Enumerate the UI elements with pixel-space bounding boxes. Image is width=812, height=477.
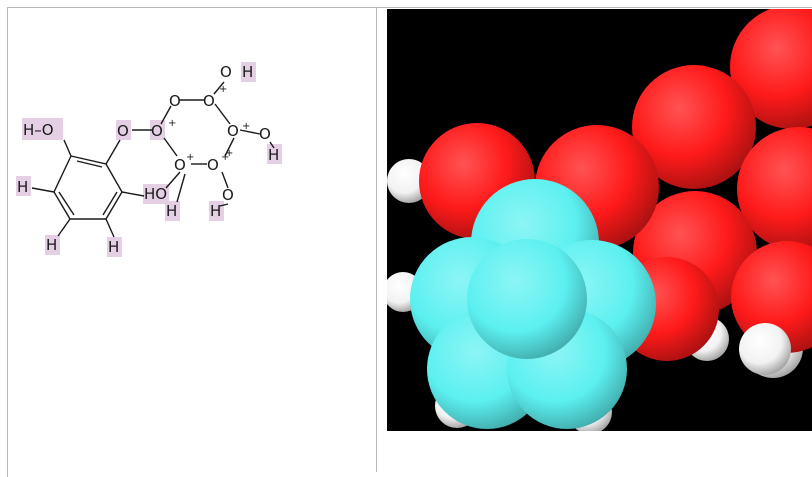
bond-o-top bbox=[213, 81, 225, 95]
bond-o-right bbox=[214, 103, 231, 125]
bond-o-far-right bbox=[239, 129, 261, 135]
highlight-h-benzene-bottom-left bbox=[45, 235, 60, 255]
label-o-top: O bbox=[220, 63, 232, 81]
hydrogen-atoms-front bbox=[739, 323, 791, 375]
charge-o-right: + bbox=[242, 121, 250, 132]
bond-o-far-h bbox=[269, 141, 275, 149]
benzene-ring bbox=[53, 155, 123, 220]
label-h-far-right: H bbox=[268, 146, 279, 164]
label-o-mid: O bbox=[174, 156, 186, 174]
bond-o-lower bbox=[221, 171, 229, 189]
bond-o-bridge-mid bbox=[163, 137, 178, 157]
label-o-bridge-2: O bbox=[151, 122, 163, 140]
label-o-right: O bbox=[227, 122, 239, 140]
label-h-benzene-bottom-left: H bbox=[46, 236, 57, 254]
bond-o-ring-1 bbox=[160, 105, 172, 125]
label-o-ring-3: O bbox=[207, 156, 219, 174]
label-o-lower: O bbox=[222, 186, 234, 204]
label-h-lower: H bbox=[166, 202, 177, 220]
charge-o-bridge-2: + bbox=[168, 118, 176, 129]
highlight-ho bbox=[22, 118, 63, 140]
bond-o-mid-h bbox=[176, 173, 186, 203]
highlight-o-bridge-1 bbox=[116, 120, 131, 140]
formal-charges: + + + + + + bbox=[168, 84, 250, 163]
structure-diagram: H–O O O O O O H O O H O O O H H HO H H H… bbox=[16, 62, 282, 257]
label-o-bridge-1: O bbox=[117, 122, 129, 140]
label-h-benzene-left: H bbox=[17, 178, 28, 196]
atom-labels: H–O O O O O O H O O H O O O H H HO H H H bbox=[17, 63, 279, 256]
highlight-h-lower bbox=[165, 201, 180, 221]
oxygen-atoms bbox=[419, 9, 812, 361]
benzene-double-1 bbox=[76, 160, 103, 168]
bond-o-mid-lower bbox=[165, 171, 181, 189]
label-o-ring-2: O bbox=[203, 92, 215, 110]
highlight-o-bridge-2 bbox=[150, 120, 165, 140]
oxygen-atom bbox=[730, 9, 812, 129]
highlight-ho-benzene bbox=[143, 184, 169, 204]
highlight-h-top bbox=[241, 62, 256, 82]
oxygen-atom bbox=[731, 241, 812, 353]
hydrogen-atom bbox=[739, 323, 791, 375]
panel-frame bbox=[7, 7, 812, 477]
carbon-atoms bbox=[410, 179, 656, 429]
benzene-double-2 bbox=[58, 191, 75, 216]
charge-o-mid: + bbox=[186, 152, 194, 163]
bond-o-lower-right bbox=[224, 137, 235, 157]
label-h-mid: H bbox=[210, 202, 221, 220]
carbon-atom bbox=[467, 239, 587, 359]
panel-divider bbox=[376, 7, 377, 472]
label-h-top: H bbox=[242, 63, 253, 81]
structure-diagram-panel: H–O O O O O O H O O H O O O H H HO H H H… bbox=[8, 8, 376, 472]
oxygen-atom bbox=[737, 127, 812, 251]
label-o-ring-1: O bbox=[169, 92, 181, 110]
charge-o-top: + bbox=[219, 84, 227, 95]
bond-o-lower-h bbox=[219, 203, 229, 207]
bond-c-h-bottom-right bbox=[105, 218, 115, 238]
space-filling-model bbox=[387, 9, 812, 431]
bonds bbox=[31, 81, 275, 238]
charge-o-ring-3: + bbox=[221, 152, 229, 163]
hydrogen-atom bbox=[387, 159, 431, 203]
space-filling-render-panel bbox=[387, 9, 812, 431]
benzene-double-3 bbox=[102, 191, 118, 216]
label-ho: H–O bbox=[23, 121, 54, 139]
label-h-benzene-bottom-right: H bbox=[108, 238, 119, 256]
oxygen-atom bbox=[632, 65, 756, 189]
bond-c-oh bbox=[63, 139, 72, 157]
highlight-h-benzene-left bbox=[16, 176, 31, 196]
bond-c-h-left bbox=[31, 187, 55, 193]
label-ho-benzene: HO bbox=[144, 185, 167, 203]
bond-c-o-bridge bbox=[105, 139, 121, 165]
highlight-h-benzene-bottom-right bbox=[107, 237, 122, 257]
label-o-far-right: O bbox=[259, 125, 271, 143]
bond-c-h-bottom-left bbox=[57, 218, 71, 237]
charge-o-lower: + bbox=[225, 148, 233, 159]
atom-highlights bbox=[16, 62, 282, 257]
bond-c-ho bbox=[121, 191, 145, 197]
highlight-h-far-right bbox=[267, 144, 282, 164]
